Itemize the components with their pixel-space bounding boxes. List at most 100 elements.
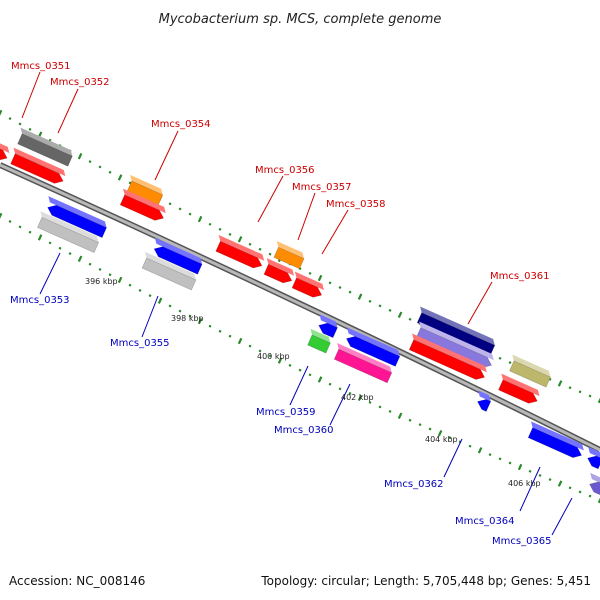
gene-label-mmcs-0359[interactable]: Mmcs_0359	[256, 407, 316, 418]
gene-block[interactable]	[582, 446, 600, 470]
callout-line	[21, 71, 41, 119]
track-dot	[348, 391, 352, 395]
track-dot	[237, 337, 243, 345]
gene-label-mmcs-0365[interactable]: Mmcs_0365	[492, 536, 552, 547]
track-dot	[108, 273, 112, 277]
gene-label-mmcs-0362[interactable]: Mmcs_0362	[384, 479, 444, 490]
track-dot	[588, 494, 592, 498]
gene-block[interactable]	[148, 237, 204, 275]
gene-label-mmcs-0353[interactable]: Mmcs_0353	[10, 295, 70, 306]
track-dot	[117, 276, 123, 284]
accession-text: Accession: NC_008146	[9, 574, 145, 588]
gene-block-mmcs-0365[interactable]	[584, 472, 600, 496]
track-dot	[268, 252, 272, 256]
gene-label-mmcs-0351[interactable]: Mmcs_0351	[11, 61, 71, 72]
track-dot	[218, 329, 222, 333]
gene-label-mmcs-0358[interactable]: Mmcs_0358	[326, 199, 386, 210]
gene-block[interactable]	[0, 138, 11, 163]
genome-backbone	[0, 162, 600, 453]
track-dot	[557, 380, 563, 387]
track-dot	[568, 386, 572, 390]
track-dot	[178, 309, 182, 313]
track-dot	[428, 427, 432, 431]
track-dot	[58, 246, 62, 250]
track-dot	[48, 241, 52, 245]
gene-label-mmcs-0364[interactable]: Mmcs_0364	[455, 516, 515, 527]
track-dot	[328, 281, 332, 285]
track-dot	[397, 412, 403, 419]
gene-labels: Mmcs_0351 Mmcs_0352 Mmcs_0354 Mmcs_0356 …	[10, 61, 573, 547]
track-dot	[228, 232, 232, 236]
track-dot	[248, 344, 252, 348]
gene-block[interactable]	[117, 188, 168, 224]
track-dot	[98, 268, 102, 271]
track-dot	[208, 324, 212, 328]
gene-label-mmcs-0357[interactable]: Mmcs_0357	[292, 182, 352, 193]
track-dot	[348, 290, 352, 294]
track-dot	[157, 297, 163, 304]
track-dot	[317, 376, 323, 383]
track-dot	[197, 317, 203, 325]
gene-block-mmcs-0364[interactable]	[525, 421, 586, 460]
scale-tick-label: 400 kbp	[257, 352, 290, 361]
track-dot	[138, 288, 142, 292]
gene-block[interactable]	[260, 258, 296, 286]
track-dot	[597, 496, 600, 504]
track-dot	[258, 247, 262, 251]
gene-block-mmcs-0356[interactable]	[212, 235, 266, 271]
gene-block[interactable]	[406, 333, 489, 383]
track-dot	[37, 234, 43, 241]
track-dot	[197, 215, 203, 223]
track-dot	[0, 212, 3, 220]
track-dot	[388, 308, 392, 312]
track-dot	[28, 127, 32, 131]
track-dot	[268, 354, 272, 358]
track-dot	[218, 227, 222, 231]
track-dot	[28, 230, 32, 234]
gene-block-mmcs-0352[interactable]	[7, 147, 67, 187]
gene-block-mmcs-0360[interactable]	[341, 327, 402, 367]
track-dot	[468, 444, 472, 448]
gene-block-mmcs-0357[interactable]	[270, 241, 306, 270]
gene-block[interactable]	[313, 314, 340, 339]
gene-block[interactable]	[495, 373, 542, 407]
track-dot	[418, 423, 422, 427]
callout-line	[39, 252, 61, 295]
gene-block-mmcs-0353[interactable]	[34, 211, 101, 254]
gene-block[interactable]	[331, 342, 394, 384]
callout-line	[154, 130, 179, 181]
track-dot	[578, 390, 582, 394]
track-dot	[228, 334, 232, 338]
track-dot	[477, 447, 483, 454]
track-dot	[178, 207, 182, 211]
track-dot	[168, 304, 172, 308]
track-dot	[488, 453, 492, 457]
track-dot	[588, 394, 592, 398]
track-dot	[8, 117, 12, 121]
gene-block-mmcs-0359[interactable]	[304, 328, 332, 354]
gene-block[interactable]	[42, 196, 109, 239]
track-dot	[288, 363, 292, 367]
track-dot	[408, 418, 412, 422]
gene-block[interactable]	[506, 354, 553, 388]
gene-label-mmcs-0361[interactable]: Mmcs_0361	[490, 271, 550, 282]
gene-block-mmcs-0351[interactable]	[14, 127, 74, 167]
track-dot	[338, 286, 342, 289]
gene-label-mmcs-0352[interactable]: Mmcs_0352	[50, 77, 110, 88]
scale-tick-label: 396 kbp	[85, 277, 118, 286]
track-dot	[88, 262, 92, 266]
track-dot	[548, 478, 552, 482]
gene-block-mmcs-0362[interactable]	[472, 390, 493, 412]
track-dot	[517, 463, 523, 471]
gene-label-mmcs-0360[interactable]: Mmcs_0360	[274, 425, 334, 436]
gene-block-mmcs-0358[interactable]	[288, 271, 326, 300]
gene-label-mmcs-0356[interactable]: Mmcs_0356	[255, 165, 315, 176]
gene-block-mmcs-0355[interactable]	[138, 251, 197, 291]
track-dot	[528, 469, 532, 473]
callout-line	[443, 438, 463, 478]
scale-tick-label: 404 kbp	[425, 435, 458, 444]
gene-label-mmcs-0354[interactable]: Mmcs_0354	[151, 119, 211, 130]
gene-label-mmcs-0355[interactable]: Mmcs_0355	[110, 338, 170, 349]
track-dot	[317, 274, 323, 282]
